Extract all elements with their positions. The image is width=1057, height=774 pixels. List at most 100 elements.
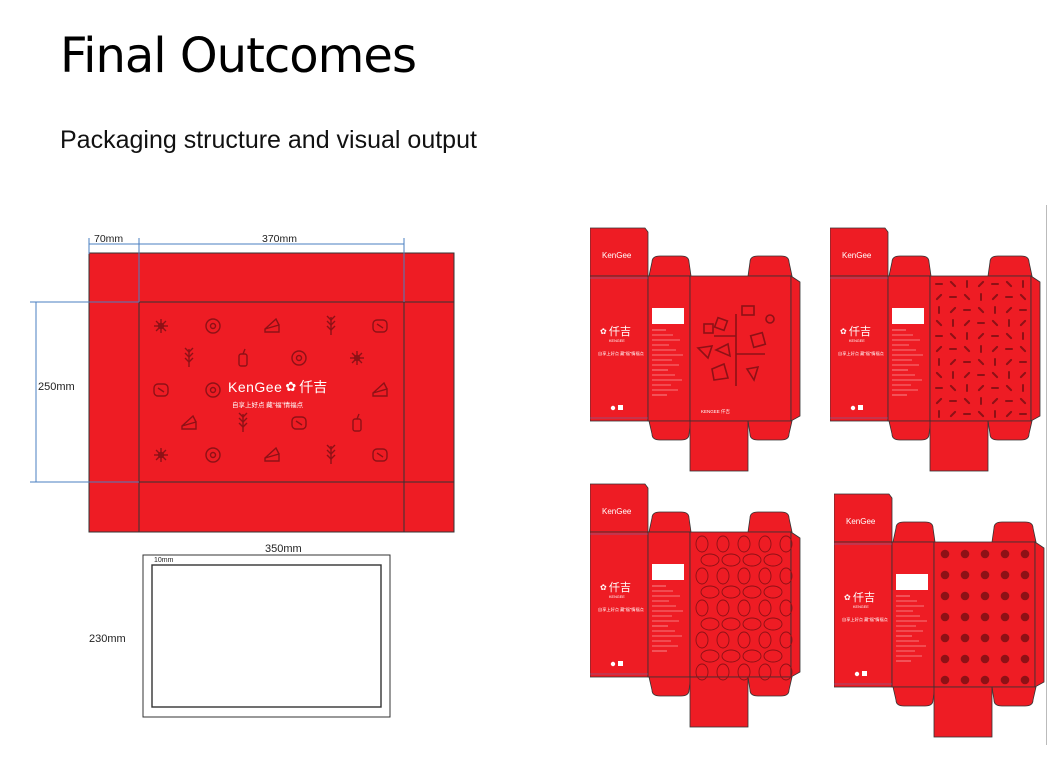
glue-flap (790, 275, 801, 422)
side-tab-bottom (648, 420, 692, 441)
donut-icon (205, 447, 221, 463)
dim-height-label: 250mm (38, 381, 75, 393)
glue-flap (1034, 541, 1045, 688)
flower-icon: ✿ (285, 379, 297, 394)
bottom-tab (689, 676, 749, 728)
large-box-pattern (153, 315, 388, 464)
top-tab-brand: KenGee (602, 507, 632, 516)
back-pattern-tree-pattern (696, 305, 775, 386)
front-brand-cn: 仟吉 (853, 591, 875, 604)
bread-icon (372, 448, 388, 462)
page-title: Final Outcomes (60, 28, 417, 84)
front-tagline: 自享上好点 藏“福”情福点 (598, 606, 644, 613)
star-icon (154, 448, 168, 462)
side-tab-top (888, 255, 932, 277)
info-panel (647, 531, 691, 678)
wheat-icon (326, 315, 336, 335)
cake-icon (264, 317, 280, 333)
back-pattern-dash-pattern (935, 280, 1027, 418)
tray-border-label: 10mm (154, 557, 174, 564)
tray-inner (151, 564, 382, 708)
side-tab-top (747, 511, 793, 533)
bottom-tab (929, 420, 989, 472)
large-box-logo: KenGee ✿ 仟吉 (228, 377, 327, 397)
front-subbrand: KENGEE (609, 595, 625, 599)
wheat-icon (238, 412, 248, 432)
nutrition-label (652, 308, 684, 324)
glue-flap (790, 531, 801, 678)
front-subbrand: KENGEE (609, 339, 625, 343)
seal-icon (618, 405, 623, 410)
seal-icon (618, 661, 623, 666)
back-pattern-oval-pattern (695, 535, 793, 681)
bread-icon (291, 416, 307, 430)
donut-icon (205, 382, 221, 398)
front-brand-cn: 仟吉 (849, 325, 871, 338)
tray-width-label: 350mm (265, 543, 302, 555)
top-tab-brand: KenGee (842, 251, 872, 260)
cake-icon (181, 414, 197, 430)
nutrition-label (892, 308, 924, 324)
star-icon (350, 351, 364, 365)
top-tab (834, 493, 893, 543)
page-subtitle: Packaging structure and visual output (60, 126, 477, 154)
top-tab (830, 227, 889, 277)
top-tab-brand: KenGee (602, 251, 632, 260)
donut-icon (291, 350, 307, 366)
cake-icon (264, 446, 280, 462)
side-tab-bottom (747, 676, 793, 697)
back-panel (689, 531, 792, 678)
front-tagline: 自享上好点 藏“福”情福点 (598, 350, 644, 357)
flower-icon: ✿ (844, 593, 851, 602)
front-tagline: 自享上好点 藏“福”情福点 (838, 350, 884, 357)
front-brand-cn: 仟吉 (609, 581, 631, 594)
dim-width-label: 370mm (262, 233, 298, 245)
right-divider (1046, 205, 1047, 745)
side-tab-bottom (648, 676, 692, 697)
bottom-tab (933, 686, 993, 738)
side-tab-top (991, 521, 1037, 543)
nutrition-label (896, 574, 928, 590)
front-subbrand: KENGEE (849, 339, 865, 343)
front-panel (834, 541, 893, 688)
seal-icon (610, 661, 616, 667)
cake-icon (372, 381, 388, 397)
nutrition-label (652, 564, 684, 580)
info-panel (887, 275, 931, 422)
large-box-brand-cn: 仟吉 (299, 379, 328, 395)
donut-icon (205, 318, 221, 334)
glue-flap (1030, 275, 1041, 422)
large-box-tagline: 自享上好点 藏“福”情福点 (232, 402, 304, 409)
seal-icon (862, 671, 867, 676)
info-panel (891, 541, 935, 688)
front-brand-cn: 仟吉 (609, 325, 631, 338)
seal-icon (850, 405, 856, 411)
front-panel (830, 275, 889, 422)
tray-height-label: 230mm (89, 633, 126, 645)
top-tab (590, 227, 649, 277)
side-tab-top (648, 255, 692, 277)
seal-icon (610, 405, 616, 411)
flower-icon: ✿ (600, 327, 607, 336)
tray-outer (142, 554, 391, 718)
star-icon (154, 319, 168, 333)
side-tab-top (987, 255, 1033, 277)
bottle-icon (238, 348, 248, 367)
side-tab-bottom (888, 420, 932, 441)
top-tab-brand: KenGee (846, 517, 876, 526)
large-box-brand: KenGee (228, 379, 283, 395)
front-panel (590, 275, 649, 422)
front-subbrand: KENGEE (853, 605, 869, 609)
flower-icon: ✿ (600, 583, 607, 592)
side-tab-top (892, 521, 936, 543)
top-tab (590, 483, 649, 533)
front-panel (590, 531, 649, 678)
side-tab-bottom (991, 686, 1037, 707)
side-tab-bottom (892, 686, 936, 707)
wheat-icon (326, 444, 336, 464)
large-box-dimension-lines (30, 238, 405, 483)
